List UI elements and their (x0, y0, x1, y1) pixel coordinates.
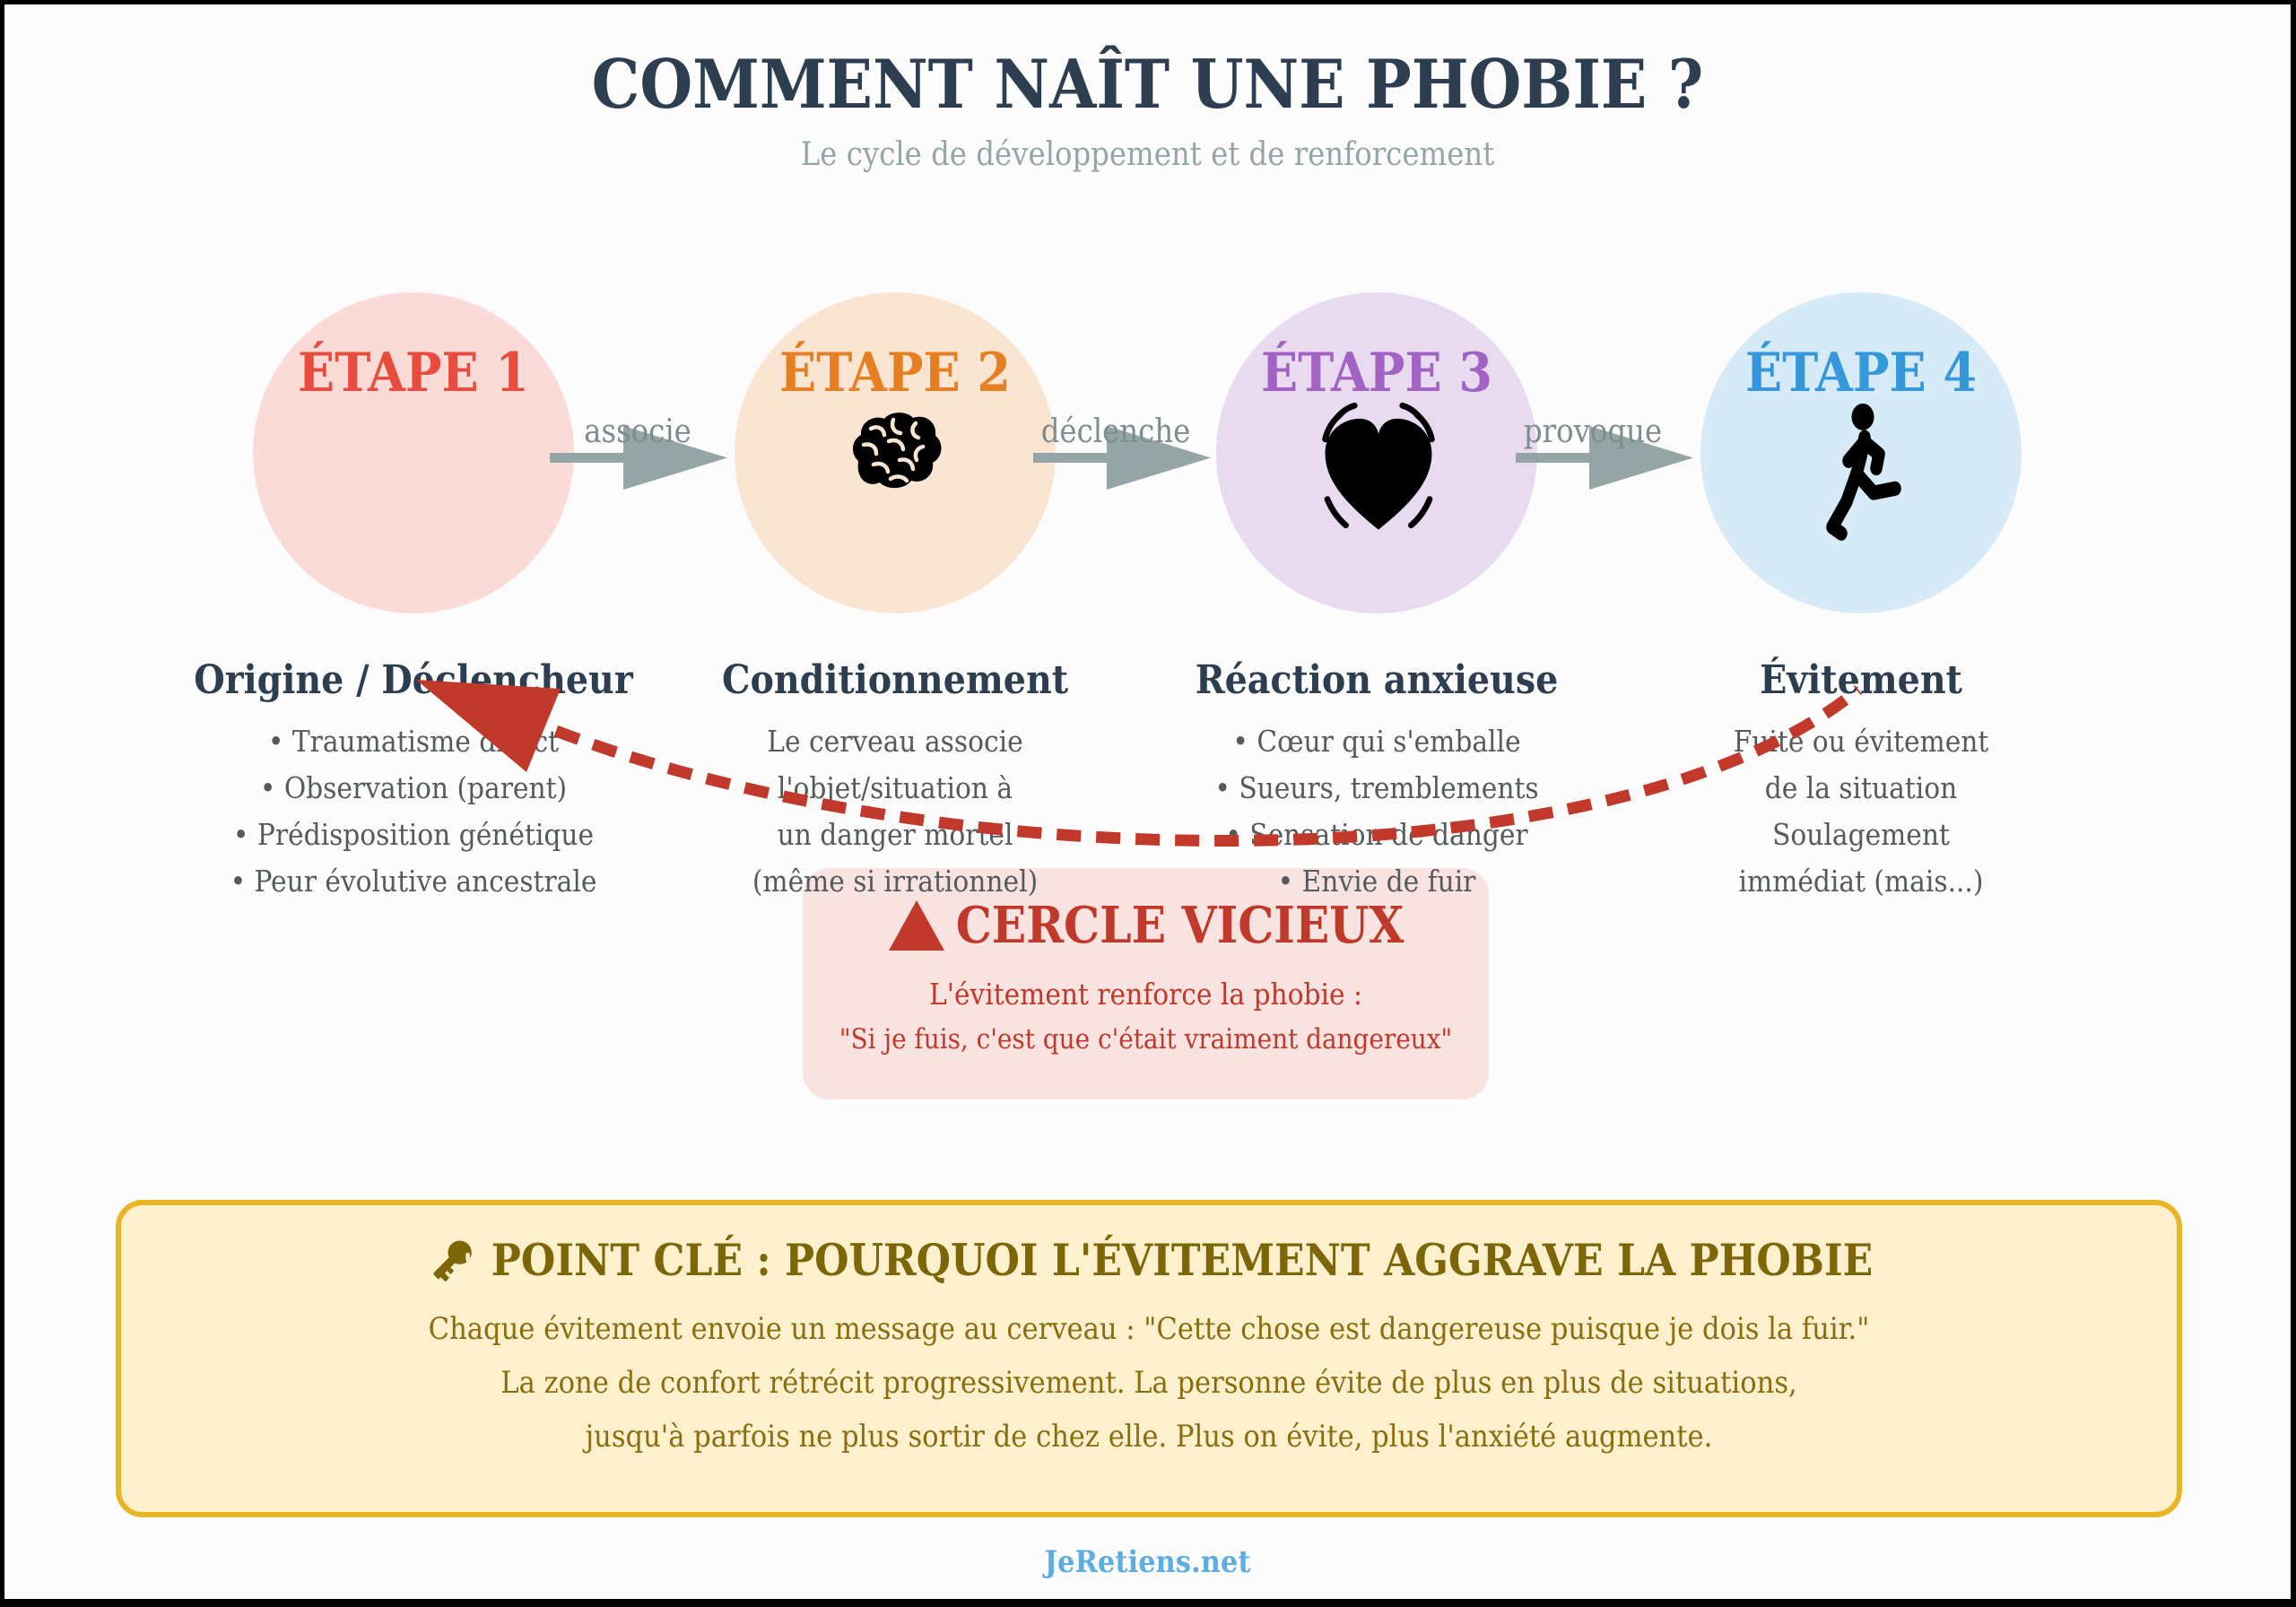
step-1-circle: ÉTAPE 1 (253, 292, 574, 613)
list-item: Le cerveau associe (767, 724, 1023, 759)
list-item: l'objet/situation à (777, 770, 1013, 805)
beating-heart-icon (1322, 402, 1435, 530)
step-3-label: ÉTAPE 3 (1261, 342, 1492, 404)
key-point-box: POINT CLÉ : POURQUOI L'ÉVITEMENT AGGRAVE… (116, 1200, 2182, 1517)
list-item: • Envie de fuir (1277, 864, 1476, 899)
key-point-title-row: POINT CLÉ : POURQUOI L'ÉVITEMENT AGGRAVE… (121, 1232, 2177, 1288)
key-point-line2: La zone de confort rétrécit progressivem… (500, 1365, 1797, 1401)
step-3: ÉTAPE 3 Réaction anxieuse • Cœur qui s'e… (1135, 292, 1618, 899)
feedback-loop-arrow (416, 680, 1863, 847)
list-item: (même si irrationnel) (752, 864, 1039, 899)
page-subtitle: Le cycle de développement et de renforce… (800, 136, 1495, 173)
step-4-circle: ÉTAPE 4 (1700, 292, 2022, 613)
step-1-items: • Traumatisme direct • Observation (pare… (172, 718, 655, 905)
step-4-label: ÉTAPE 4 (1745, 342, 1977, 404)
arrow-2-label: déclenche (1040, 413, 1191, 450)
step-3-circle: ÉTAPE 3 (1216, 292, 1537, 613)
list-item: • Prédisposition génétique (232, 817, 595, 852)
step-3-heading: Réaction anxieuse (1195, 657, 1559, 703)
key-point-title: POINT CLÉ : POURQUOI L'ÉVITEMENT AGGRAVE… (491, 1233, 1874, 1286)
vicious-circle-line2: "Si je fuis, c'est que c'était vraiment … (839, 1023, 1453, 1055)
step-2-circle: ÉTAPE 2 (735, 292, 1056, 613)
arrow-1 (550, 426, 727, 490)
page-title: COMMENT NAÎT UNE PHOBIE ? (591, 45, 1704, 124)
vicious-circle-title: CERCLE VICIEUX (955, 896, 1405, 955)
list-item: Soulagement (1772, 817, 1950, 852)
step-2-label: ÉTAPE 2 (779, 342, 1011, 404)
list-item: immédiat (mais...) (1738, 864, 1984, 899)
step-2-heading: Conditionnement (721, 657, 1069, 703)
arrow-3 (1516, 426, 1693, 490)
site-credit: JeRetiens.net (1044, 1544, 1251, 1580)
vicious-circle-box: CERCLE VICIEUX L'évitement renforce la p… (803, 868, 1489, 1099)
list-item: • Peur évolutive ancestrale (230, 864, 597, 899)
step-1: ÉTAPE 1 Origine / Déclencheur • Traumati… (172, 292, 655, 899)
runner-icon (1826, 403, 1901, 541)
step-3-items: • Cœur qui s'emballe • Sueurs, trembleme… (1135, 718, 1618, 905)
list-item: de la situation (1764, 770, 1958, 805)
step-2: ÉTAPE 2 Conditionnement Le cerveau assoc (654, 292, 1136, 899)
key-point-body: Chaque évitement envoie un message au ce… (121, 1302, 2177, 1464)
step-4-items: Fuite ou évitement de la situation Soula… (1620, 718, 2102, 905)
vicious-circle-title-row: CERCLE VICIEUX (803, 899, 1489, 951)
arrow-1-label: associe (584, 413, 691, 450)
flow-arrows-layer (416, 426, 1863, 847)
vicious-circle-line1: L'évitement renforce la phobie : (928, 977, 1363, 1012)
arrow-3-label: provoque (1523, 413, 1663, 450)
warning-triangle-icon (888, 900, 944, 951)
list-item: • Observation (parent) (259, 770, 568, 805)
brain-icon (852, 413, 942, 489)
key-point-line3: jusqu'à parfois ne plus sortir de chez e… (585, 1419, 1713, 1455)
key-icon (433, 1240, 472, 1281)
list-item: • Sueurs, tremblements (1214, 770, 1539, 805)
step-1-label: ÉTAPE 1 (298, 342, 529, 404)
key-point-line1: Chaque évitement envoie un message au ce… (428, 1311, 1870, 1347)
arrow-2 (1033, 426, 1211, 490)
step-2-items: Le cerveau associe l'objet/situation à u… (654, 718, 1136, 905)
list-item: • Cœur qui s'emballe (1232, 724, 1521, 759)
